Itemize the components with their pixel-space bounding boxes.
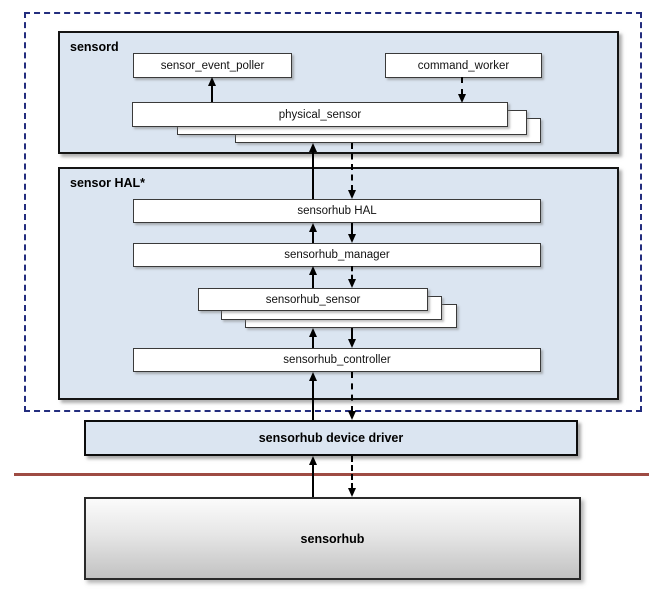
sensor-event-poller-node: sensor_event_poller (133, 53, 292, 78)
command-worker-label: command_worker (417, 59, 510, 72)
arrow-line-controller-to-driver (351, 372, 353, 412)
sensorhub-hardware-label: sensorhub (300, 531, 365, 546)
arrow-line-physical-to-hal (351, 143, 353, 191)
arrow-line-sensor-to-manager (312, 272, 314, 288)
arrow-head-hw-to-driver (309, 456, 317, 465)
sensorhub-manager-node: sensorhub_manager (133, 243, 541, 267)
sensord-label: sensord (70, 40, 119, 54)
arrow-head-sensor-to-manager (309, 266, 317, 275)
physical-sensor-label: physical_sensor (278, 108, 362, 121)
sensorhub-hal-label: sensorhub HAL (297, 205, 377, 217)
physical-sensor-node: physical_sensor (132, 102, 508, 127)
arrow-line-worker-to-physical (461, 77, 463, 95)
arrow-line-driver-to-controller (312, 378, 314, 420)
arrow-line-manager-to-sensor (351, 266, 353, 280)
sensorhub-controller-node: sensorhub_controller (133, 348, 541, 372)
sensor-event-poller-label: sensor_event_poller (160, 59, 265, 72)
sensorhub-hal-node: sensorhub HAL (133, 199, 541, 223)
arrow-head-driver-to-controller (309, 372, 317, 381)
arrow-head-hal-to-physical (309, 143, 317, 152)
sensor-hal-label: sensor HAL* (70, 176, 146, 190)
sensorhub-device-driver-node: sensorhub device driver (84, 420, 578, 456)
arrow-line-sensor-to-controller (351, 328, 353, 340)
arrow-head-driver-to-hw (348, 488, 356, 497)
arrow-head-hal-to-manager (348, 234, 356, 243)
arrow-line-hal-to-manager (351, 223, 353, 235)
sensorhub-sensor-label: sensorhub_sensor (265, 293, 361, 306)
arrow-line-physical-to-poller (211, 83, 213, 102)
arrow-head-physical-to-poller (208, 77, 216, 86)
arrow-head-manager-to-hal (309, 223, 317, 232)
command-worker-node: command_worker (385, 53, 542, 78)
sensorhub-device-driver-label: sensorhub device driver (258, 431, 404, 445)
arrow-line-hw-to-driver (312, 462, 314, 497)
arrow-line-hal-to-physical (312, 149, 314, 199)
sensorhub-sensor-node: sensorhub_sensor (198, 288, 428, 311)
arrow-line-controller-to-sensor (312, 334, 314, 348)
userspace-dashed-group (24, 12, 642, 412)
arrow-head-manager-to-sensor (348, 279, 356, 288)
arrow-line-manager-to-hal (312, 229, 314, 243)
arrow-head-controller-to-sensor (309, 328, 317, 337)
arrow-head-controller-to-driver (348, 411, 356, 420)
arrow-head-worker-to-physical (458, 94, 466, 103)
arrow-head-physical-to-hal (348, 190, 356, 199)
sensorhub-controller-label: sensorhub_controller (283, 354, 391, 366)
arrow-head-sensor-to-controller (348, 339, 356, 348)
arrow-line-driver-to-hw (351, 456, 353, 489)
sensorhub-hardware-node: sensorhub (84, 497, 581, 580)
kernel-hardware-divider-line (14, 473, 649, 476)
sensorhub-manager-label: sensorhub_manager (284, 249, 390, 261)
